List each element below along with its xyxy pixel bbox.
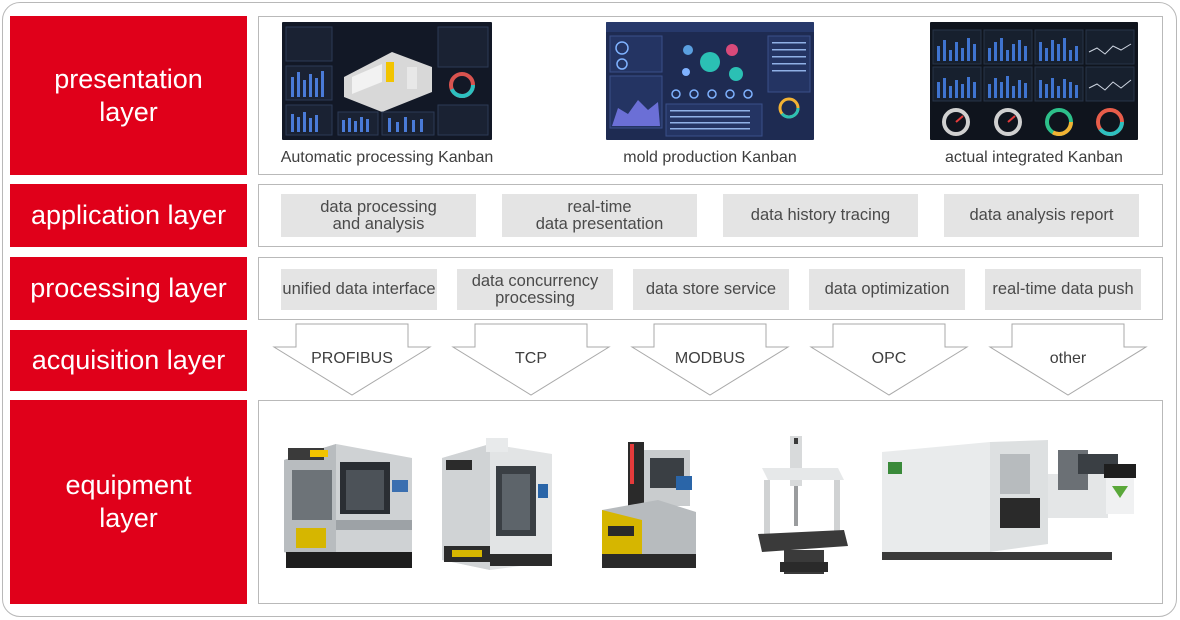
protocol-arrow-opc: OPC bbox=[809, 323, 969, 396]
protocol-arrow-profibus: PROFIBUS bbox=[272, 323, 432, 396]
proc-item-unified-interface: unified data interface bbox=[281, 269, 437, 310]
protocol-arrow-other: other bbox=[988, 323, 1148, 396]
application-layer-label: application layer bbox=[10, 184, 247, 247]
protocol-label: other bbox=[1049, 350, 1087, 367]
protocol-label: OPC bbox=[871, 350, 907, 367]
proc-item-store-service: data store service bbox=[633, 269, 789, 310]
cmm-machine-image bbox=[754, 434, 850, 576]
app-item-realtime-presentation: real-time data presentation bbox=[502, 194, 697, 237]
proc-item-realtime-push: real-time data push bbox=[985, 269, 1141, 310]
automatic-processing-kanban-caption: Automatic processing Kanban bbox=[280, 149, 494, 166]
actual-integrated-kanban-screenshot bbox=[930, 22, 1138, 140]
protocol-arrow-modbus: MODBUS bbox=[630, 323, 790, 396]
wire-edm-machine-image bbox=[276, 440, 416, 570]
processing-layer-label: processing layer bbox=[10, 257, 247, 320]
actual-integrated-kanban-caption: actual integrated Kanban bbox=[945, 149, 1123, 166]
proc-item-concurrency: data concurrency processing bbox=[457, 269, 613, 310]
edm-machine-image bbox=[598, 440, 700, 570]
mold-production-kanban-screenshot bbox=[606, 22, 814, 140]
automatic-processing-kanban-screenshot bbox=[282, 22, 492, 140]
mold-production-kanban-caption: mold production Kanban bbox=[623, 149, 797, 166]
equipment-layer-label: equipment layer bbox=[10, 400, 247, 604]
acquisition-layer-label: acquisition layer bbox=[10, 330, 247, 391]
app-item-analysis-report: data analysis report bbox=[944, 194, 1139, 237]
app-item-data-processing: data processing and analysis bbox=[281, 194, 476, 237]
protocol-label: PROFIBUS bbox=[311, 350, 393, 367]
app-item-history-tracing: data history tracing bbox=[723, 194, 918, 237]
protocol-label: MODBUS bbox=[674, 350, 746, 367]
protocol-arrow-tcp: TCP bbox=[451, 323, 611, 396]
presentation-layer-label: presentation layer bbox=[10, 16, 247, 175]
machining-center-image bbox=[438, 436, 556, 572]
injection-molding-machine-image bbox=[880, 434, 1138, 562]
proc-item-optimization: data optimization bbox=[809, 269, 965, 310]
protocol-label: TCP bbox=[515, 350, 547, 367]
